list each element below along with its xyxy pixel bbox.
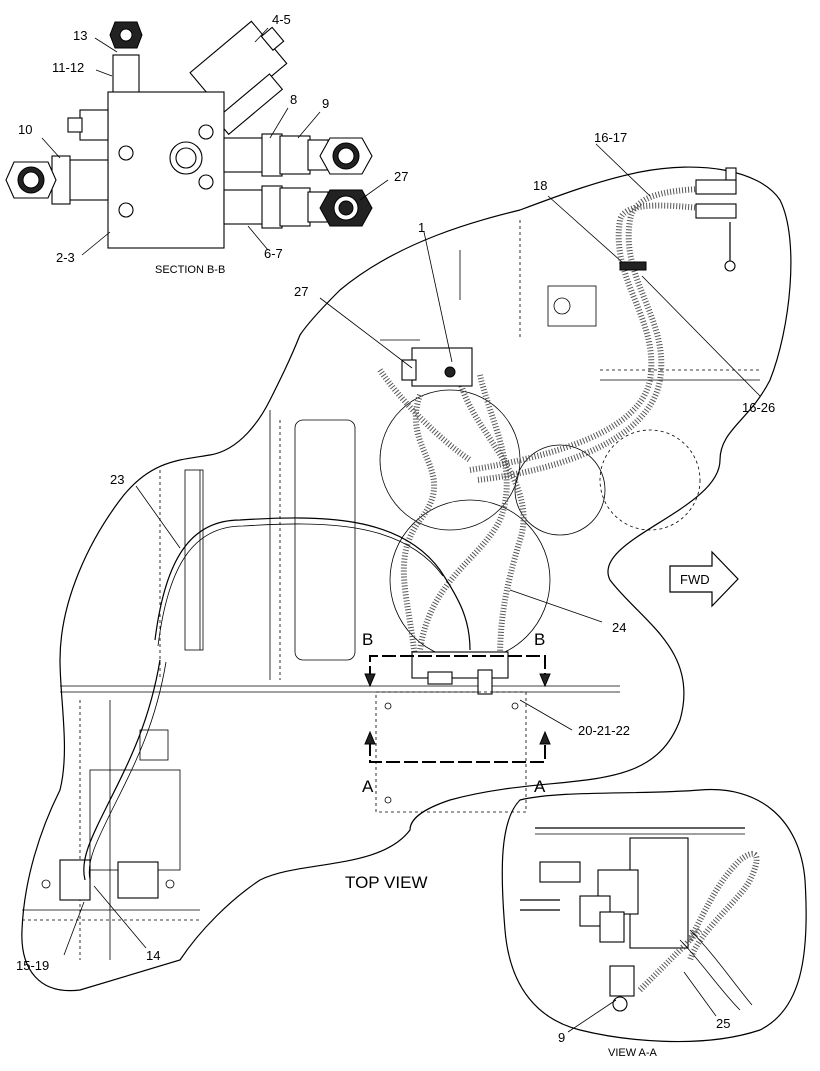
callout-15-19: 15-19 [16,958,49,973]
callout-1: 1 [418,220,425,235]
callout-24: 24 [612,620,626,635]
callout-10: 10 [18,122,32,137]
section-bb-detail [5,20,389,256]
callout-20-21-22: 20-21-22 [578,723,630,738]
callout-27-section: 27 [394,169,408,184]
callout-11-12: 11-12 [52,60,84,75]
fwd-arrow-icon [669,550,739,608]
view-label-top: TOP VIEW [345,873,428,892]
callout-9-section: 9 [322,96,329,111]
callout-4-5: 4-5 [272,12,291,27]
section-marker-a-left: A [362,777,374,796]
section-marker-b-right: B [534,630,545,649]
section-marker-b-left: B [362,630,373,649]
callout-leaders [63,143,761,1033]
callout-9-view: 9 [558,1030,565,1045]
callout-8: 8 [290,92,297,107]
hose-routing [83,167,737,881]
callout-27: 27 [294,284,308,299]
callout-14: 14 [146,948,160,963]
callout-2-3: 2-3 [56,250,75,265]
callout-25: 25 [716,1016,730,1031]
labels: SECTION B-B TOP VIEW VIEW A-A FWD B B A … [16,12,775,1059]
callout-18: 18 [533,178,547,193]
section-cut-lines [364,655,551,763]
view-aa-detail [501,788,807,1043]
view-label-aa: VIEW A-A [608,1047,658,1059]
section-marker-a-right: A [534,777,546,796]
callout-23: 23 [110,472,124,487]
callout-13: 13 [73,28,87,43]
callout-16-26: 16-26 [742,400,775,415]
view-label-section: SECTION B-B [155,264,225,276]
callout-16-17: 16-17 [594,130,627,145]
fwd-label: FWD [680,572,710,587]
callout-6-7: 6-7 [264,246,283,261]
